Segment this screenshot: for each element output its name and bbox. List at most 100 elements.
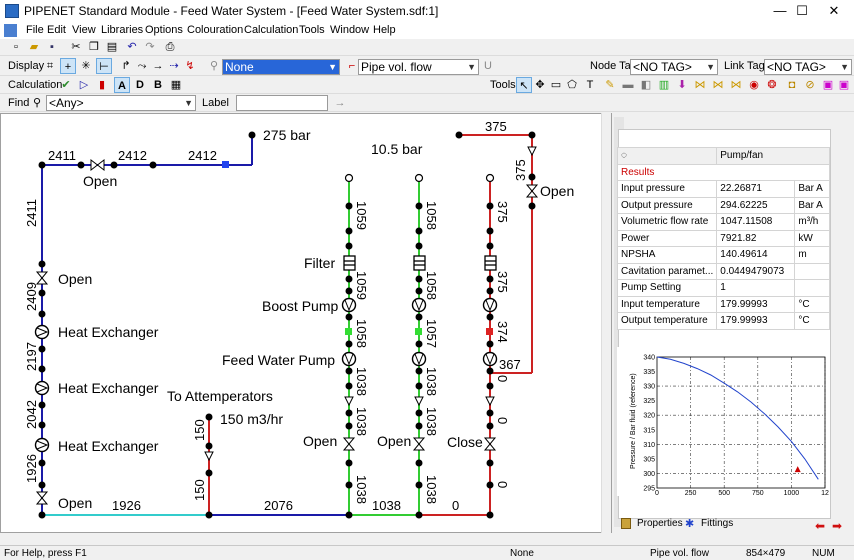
flow-meter-icon[interactable] xyxy=(415,328,422,335)
control-valve-icon[interactable]: ⋈ xyxy=(730,79,742,91)
view-a-icon[interactable]: A xyxy=(114,77,130,93)
view-b-icon[interactable]: B xyxy=(154,79,162,91)
undo-icon[interactable]: ↶ xyxy=(127,41,137,53)
pump-tool-icon[interactable]: ◉ xyxy=(749,79,759,91)
node[interactable] xyxy=(345,382,353,390)
units-icon[interactable]: U xyxy=(484,60,492,72)
link-tag-select[interactable]: <NO TAG> ▼ xyxy=(764,59,852,75)
filter-icon[interactable] xyxy=(484,255,497,271)
link-icon[interactable]: ⤳ xyxy=(137,60,147,72)
copy-icon[interactable]: ❐ xyxy=(89,41,99,53)
node[interactable] xyxy=(345,313,353,321)
node[interactable] xyxy=(110,161,118,169)
node[interactable] xyxy=(345,511,353,519)
node[interactable] xyxy=(345,367,353,375)
node[interactable] xyxy=(345,242,353,250)
node[interactable] xyxy=(486,242,494,250)
node[interactable] xyxy=(38,365,46,373)
node[interactable] xyxy=(415,459,423,467)
flow-meter-icon[interactable] xyxy=(486,328,493,335)
node[interactable] xyxy=(205,469,213,477)
node[interactable] xyxy=(345,422,353,430)
valve-icon[interactable] xyxy=(412,437,426,451)
node[interactable] xyxy=(345,287,353,295)
menu-options[interactable]: Options xyxy=(145,24,183,36)
polygon-icon[interactable]: ⬠ xyxy=(567,79,577,91)
valve-icon[interactable] xyxy=(35,271,49,285)
delete-results-icon[interactable]: ▮ xyxy=(98,79,106,91)
node[interactable] xyxy=(345,227,353,235)
node[interactable] xyxy=(486,340,494,348)
source-icon[interactable] xyxy=(344,173,354,183)
down-arrow-icon[interactable]: ⬇ xyxy=(677,79,687,91)
arrow-right-icon[interactable]: → xyxy=(152,60,164,72)
node[interactable] xyxy=(345,202,353,210)
menu-tools[interactable]: Tools xyxy=(299,24,325,36)
node[interactable] xyxy=(415,287,423,295)
node[interactable] xyxy=(38,310,46,318)
fan-icon[interactable]: ❂ xyxy=(767,79,777,91)
node[interactable] xyxy=(486,313,494,321)
redo-icon[interactable]: ↷ xyxy=(145,41,155,53)
node[interactable] xyxy=(415,275,423,283)
node[interactable] xyxy=(345,275,353,283)
component-icon[interactable]: ▣ xyxy=(838,79,850,91)
orifice-icon[interactable]: ⊘ xyxy=(805,79,815,91)
node[interactable] xyxy=(38,459,46,467)
find-select[interactable]: <Any> ▼ xyxy=(46,95,196,111)
valve-icon[interactable] xyxy=(483,437,497,451)
previous-arrow-icon[interactable]: ⬅ xyxy=(815,519,826,533)
node[interactable] xyxy=(486,481,494,489)
paste-icon[interactable]: ▤ xyxy=(106,41,118,53)
node[interactable] xyxy=(415,202,423,210)
node[interactable] xyxy=(486,511,494,519)
go-arrow-icon[interactable]: → xyxy=(334,97,346,109)
valve-icon[interactable] xyxy=(342,437,356,451)
node[interactable] xyxy=(486,382,494,390)
node[interactable] xyxy=(345,340,353,348)
run-icon[interactable]: ▷ xyxy=(79,79,89,91)
horizontal-scrollbar[interactable] xyxy=(0,533,611,545)
check-valve-icon[interactable]: ⋈ xyxy=(712,79,724,91)
node[interactable] xyxy=(486,422,494,430)
node[interactable] xyxy=(38,481,46,489)
node[interactable] xyxy=(415,382,423,390)
filter-tool-icon[interactable]: ▥ xyxy=(658,79,670,91)
node[interactable] xyxy=(345,481,353,489)
node[interactable] xyxy=(415,481,423,489)
source-icon[interactable] xyxy=(485,173,495,183)
maximize-button[interactable]: ☐ xyxy=(796,3,808,18)
pipe-icon[interactable]: ⊢ xyxy=(96,58,112,74)
node[interactable] xyxy=(486,459,494,467)
node[interactable] xyxy=(77,161,85,169)
valve-icon[interactable] xyxy=(90,158,105,172)
pencil-icon[interactable]: ✎ xyxy=(605,79,615,91)
node[interactable] xyxy=(455,131,463,139)
node[interactable] xyxy=(38,511,46,519)
menu-edit[interactable]: Edit xyxy=(47,24,66,36)
valve-icon[interactable] xyxy=(35,491,49,505)
label-input[interactable] xyxy=(236,95,328,111)
node[interactable] xyxy=(38,260,46,268)
star-icon[interactable]: ✳ xyxy=(81,60,91,72)
node[interactable] xyxy=(205,511,213,519)
check-valve-icon[interactable] xyxy=(344,396,354,407)
check-valve-icon[interactable] xyxy=(414,396,424,407)
node[interactable] xyxy=(38,421,46,429)
node[interactable] xyxy=(528,202,536,210)
open-file-icon[interactable]: ▰ xyxy=(29,41,39,53)
grid-icon[interactable]: ⌗ xyxy=(46,60,54,72)
node[interactable] xyxy=(528,173,536,181)
node[interactable] xyxy=(415,313,423,321)
filter-icon[interactable] xyxy=(343,255,356,271)
source-icon[interactable] xyxy=(414,173,424,183)
special-icon[interactable]: ▣ xyxy=(822,79,834,91)
node[interactable] xyxy=(205,442,213,450)
display-field-select[interactable]: Pipe vol. flow ▼ xyxy=(358,59,479,75)
menu-calculation[interactable]: Calculation xyxy=(244,24,299,36)
move-icon[interactable]: ✥ xyxy=(535,79,545,91)
new-file-icon[interactable]: ▫ xyxy=(14,41,18,53)
